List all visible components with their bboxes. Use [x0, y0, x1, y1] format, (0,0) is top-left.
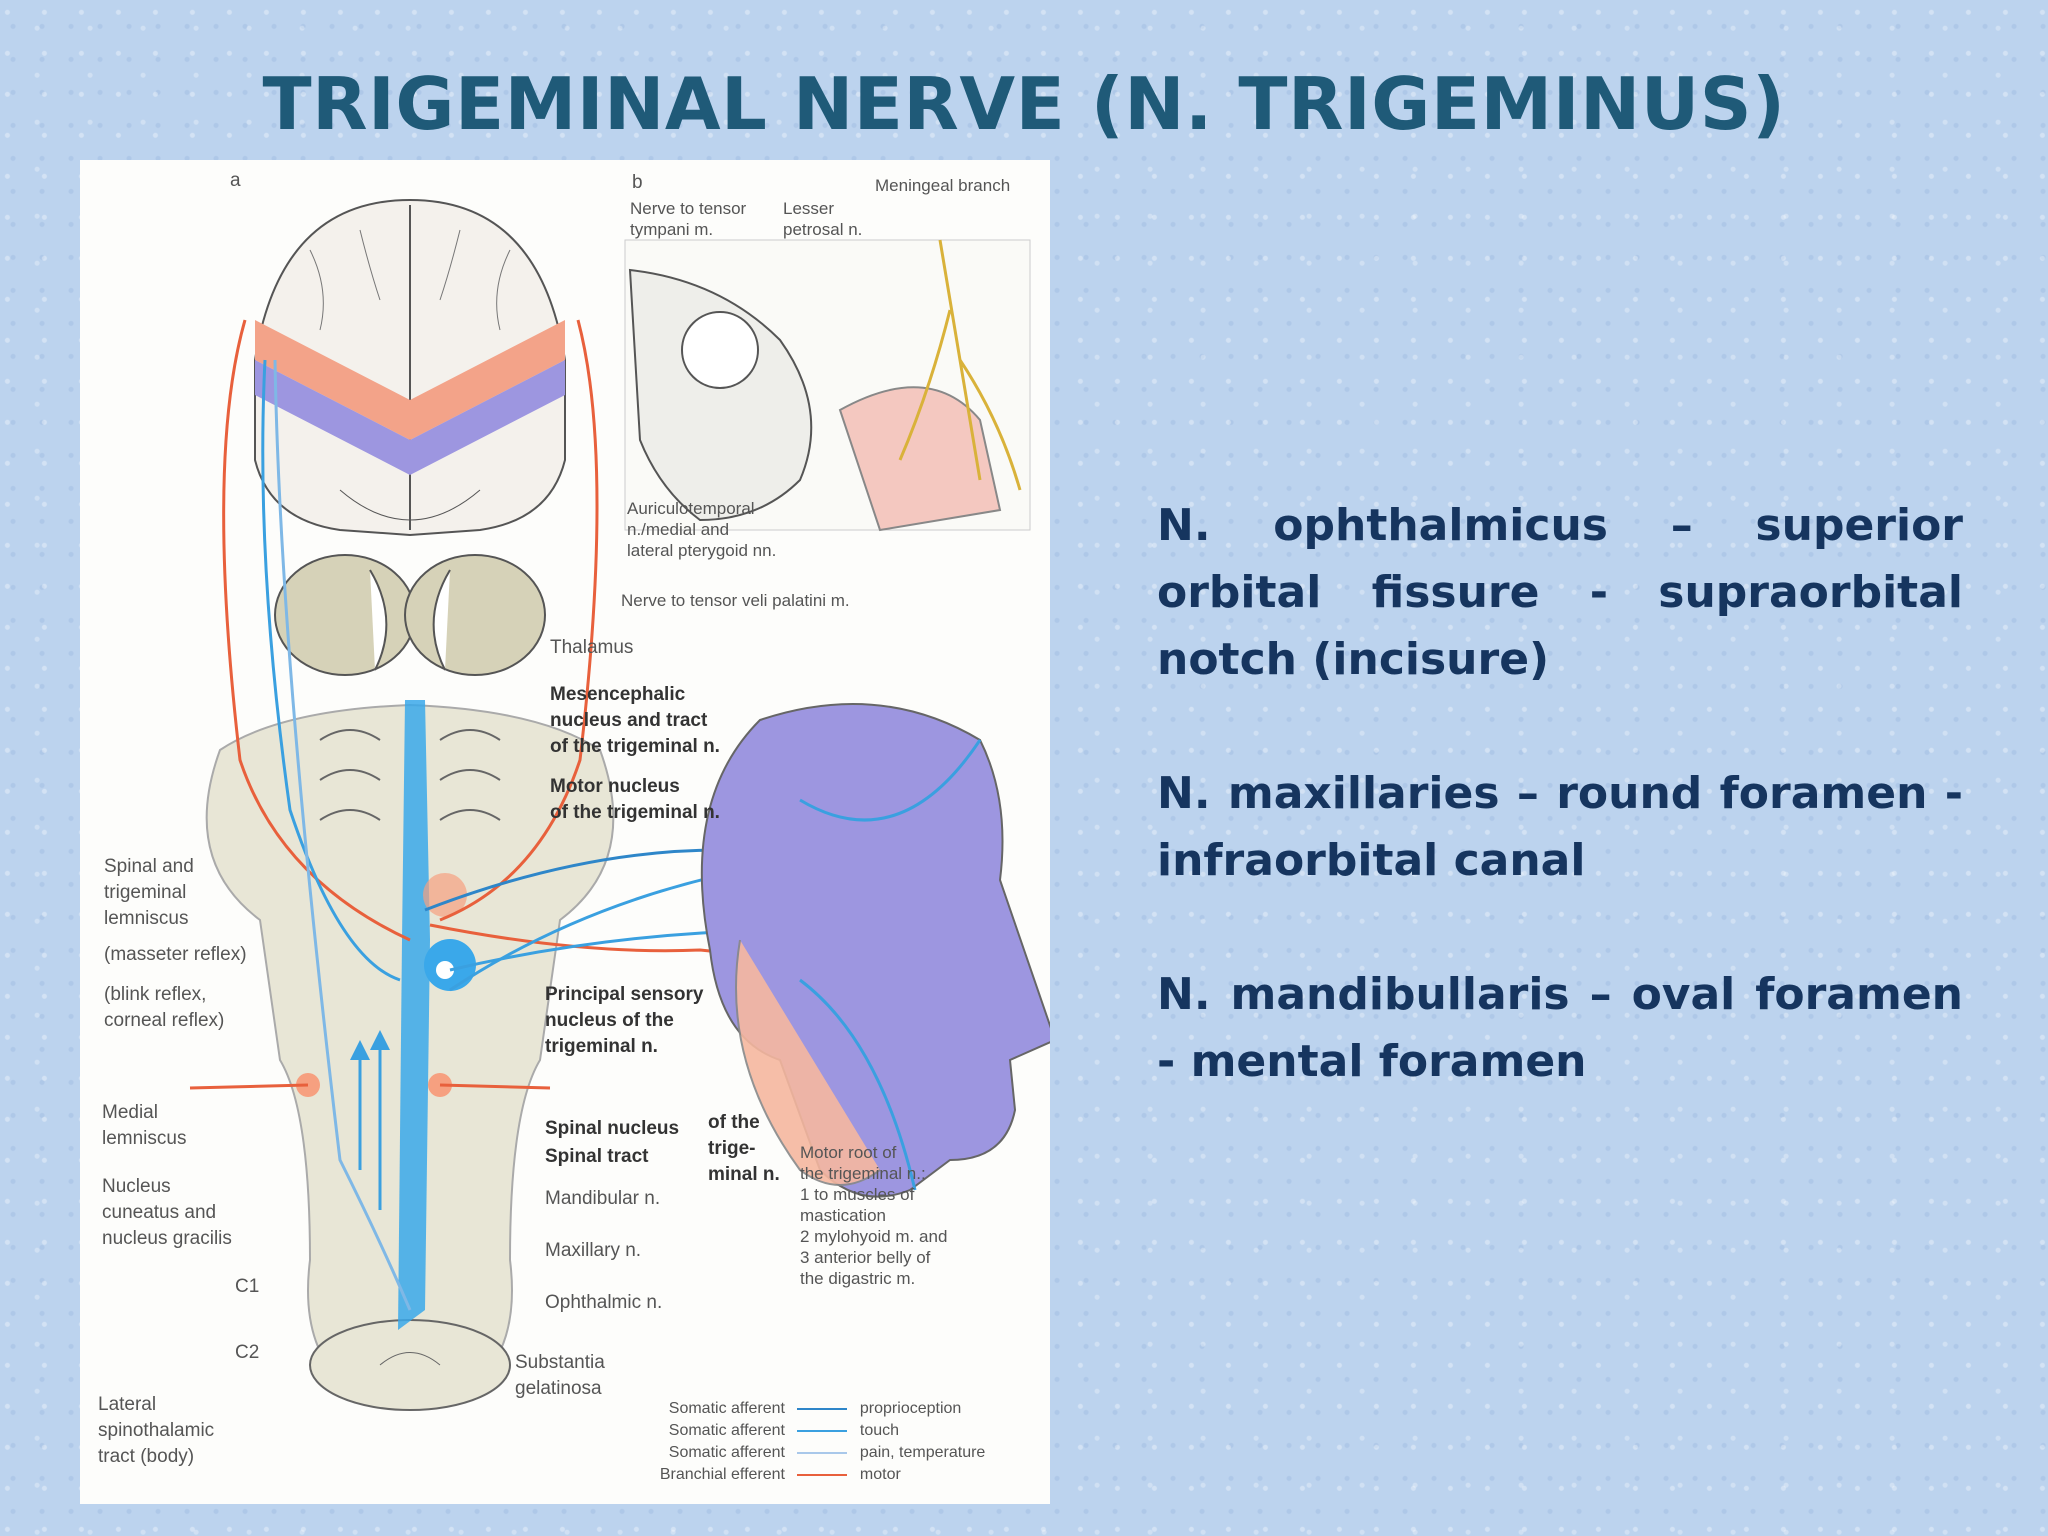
label-thalamus: Thalamus	[550, 637, 634, 658]
motor-tract-right	[439, 319, 599, 922]
label-spinal-tract: Spinal tract	[545, 1146, 649, 1167]
panel-b-label: b	[632, 172, 643, 193]
legend-row-1: Somatic afferent proprioception	[668, 1400, 962, 1417]
label-medial-lemniscus: Medial lemniscus	[102, 1102, 187, 1149]
legend-row-4: Branchial efferent motor	[659, 1466, 901, 1483]
slide-title: TRIGEMINAL NERVE (N. TRIGEMINUS)	[262, 62, 1786, 146]
panel-b-illustration	[624, 239, 1031, 532]
label-blink-reflex: (blink reflex, corneal reflex)	[104, 984, 225, 1031]
label-tensor-veli: Nerve to tensor veli palatini m.	[621, 591, 850, 610]
legend-row-3: Somatic afferent pain, temperature	[668, 1444, 986, 1461]
label-spinal-nucleus: Spinal nucleus	[545, 1118, 680, 1139]
label-masseter-reflex: (masseter reflex)	[104, 944, 247, 965]
legend-swatch-1	[797, 1407, 848, 1410]
point-mandibullaris: N. mandibullaris – oval foramen - mental…	[1157, 969, 1963, 1087]
motor-root	[429, 923, 801, 962]
legend-swatch-4	[797, 1473, 848, 1476]
label-spinal-lemniscus: Spinal and trigeminal lemniscus	[104, 856, 194, 929]
trigeminal-diagram: a b Nerve to tensor tympani m. Lesser pe…	[80, 160, 1050, 1504]
label-c2: C2	[235, 1342, 260, 1363]
label-mesencephalic: Mesencephalic nucleus and tract of the t…	[550, 684, 720, 757]
panel-a-label: a	[230, 170, 241, 191]
label-ophthalmic: Ophthalmic n.	[545, 1292, 663, 1313]
diagram-artwork	[189, 198, 1050, 1411]
point-ophthalmicus: N. ophthalmicus – superior orbital fissu…	[1157, 500, 1963, 685]
label-auriculotemporal: Auriculotemporal n./medial and lateral p…	[627, 499, 777, 560]
trigeminal-nucleus-column	[398, 700, 430, 1330]
label-motor-nucleus: Motor nucleus of the trigeminal n.	[550, 776, 720, 823]
legend-swatch-3	[797, 1451, 848, 1454]
label-principal-sensory: Principal sensory nucleus of the trigemi…	[545, 984, 704, 1057]
label-tensor-tympani: Nerve to tensor tympani m.	[630, 199, 747, 239]
legend-row-2: Somatic afferent touch	[668, 1422, 900, 1439]
label-motor-root: Motor root of the trigeminal n.: 1 to mu…	[800, 1143, 948, 1288]
label-of-the-trigeminal: of the trige- minal n.	[708, 1112, 780, 1185]
face-illustration	[700, 703, 1050, 1198]
label-mandibular: Mandibular n.	[545, 1188, 661, 1209]
point-maxillaries: N. maxillaries – round foramen - infraor…	[1157, 768, 1963, 886]
label-substantia-gelatinosa: Substantia gelatinosa	[515, 1352, 605, 1399]
label-c1: C1	[235, 1276, 260, 1297]
legend-swatch-2	[797, 1429, 848, 1432]
label-nucleus-cuneatus: Nucleus cuneatus and nucleus gracilis	[102, 1176, 232, 1249]
label-maxillary: Maxillary n.	[545, 1240, 642, 1261]
label-lateral-spinothalamic: Lateral spinothalamic tract (body)	[98, 1394, 215, 1467]
nerve-branches-text: N. ophthalmicus – superior orbital fissu…	[1157, 492, 1963, 1162]
motor-tract-left	[222, 319, 411, 942]
label-meningeal-branch: Meningeal branch	[875, 176, 1011, 195]
brain-illustration	[254, 198, 566, 537]
thalamus-illustration	[274, 554, 546, 676]
label-lesser-petrosal: Lesser petrosal n.	[783, 199, 863, 239]
